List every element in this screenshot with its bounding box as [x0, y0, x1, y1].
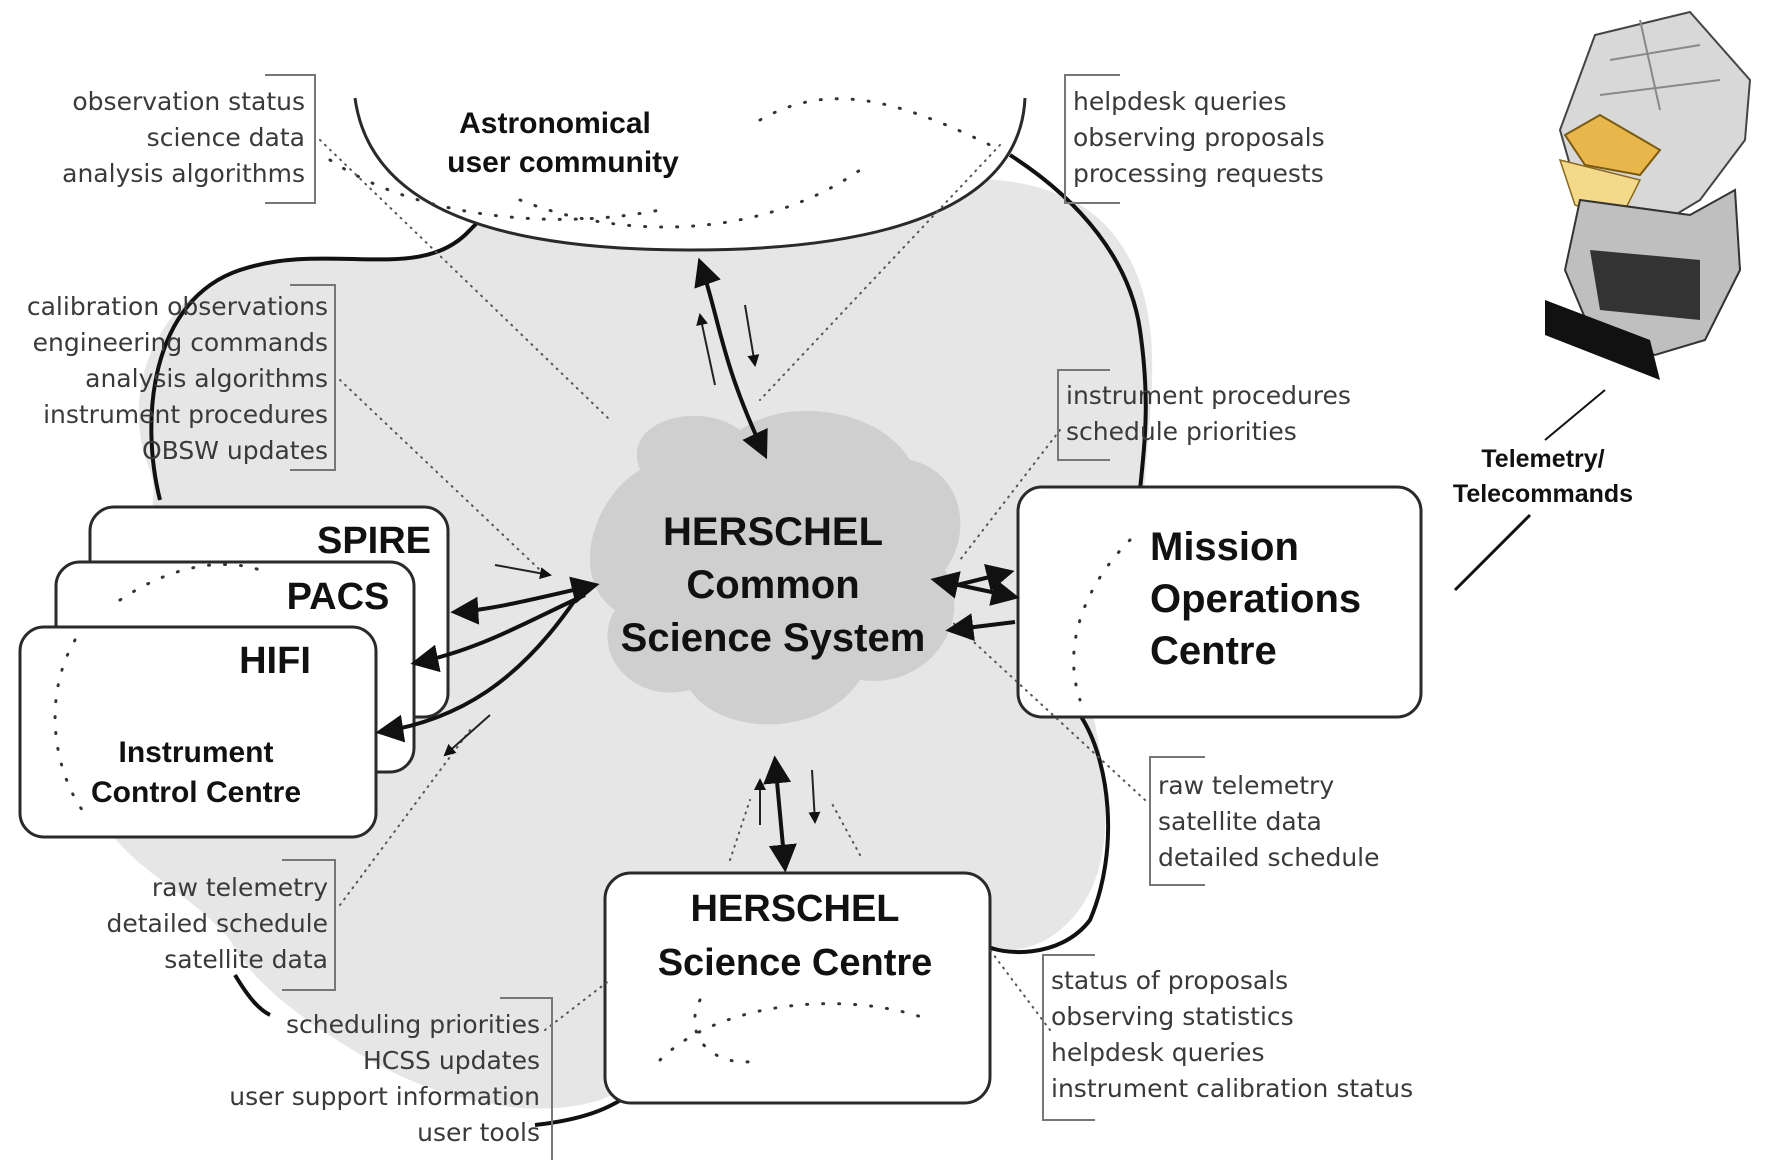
arrow-core-pacs	[410, 593, 586, 673]
arrow-core-spire	[450, 576, 600, 625]
flow-dots-community-right	[759, 144, 1001, 401]
list-item: calibration observations	[27, 292, 328, 321]
spire-label: SPIRE	[317, 520, 431, 562]
arrow-icc-core-thin	[494, 564, 552, 580]
list-item: observing statistics	[1051, 1002, 1294, 1031]
arrow-community-core-thick	[694, 257, 768, 460]
list-item: analysis algorithms	[62, 159, 305, 188]
hsc-title-line1: HERSCHEL	[690, 888, 899, 930]
list-item: processing requests	[1073, 159, 1324, 188]
list-item: instrument procedures	[1066, 381, 1351, 410]
telemetry-label-line1: Telemetry/	[1481, 445, 1604, 473]
telemetry-link-upper	[1544, 389, 1606, 441]
list-community-to: observation status science data analysis…	[62, 74, 316, 204]
core-title-line1: HERSCHEL	[663, 510, 883, 554]
list-item: HCSS updates	[363, 1046, 540, 1075]
hsc-dots	[658, 998, 932, 1064]
arrow-core-hsc-down	[808, 769, 821, 824]
arrow-community-core-down	[744, 304, 760, 367]
icc-title-line1: Instrument	[118, 736, 273, 769]
list-moc-in: instrument procedures schedule prioritie…	[1057, 369, 1351, 461]
list-item: engineering commands	[33, 328, 328, 357]
flow-dots-icc-lower	[339, 729, 471, 906]
list-item: OBSW updates	[142, 436, 328, 465]
hsc-box	[603, 871, 992, 1105]
hsc-title-line2: Science Centre	[658, 942, 933, 984]
hifi-label: HIFI	[239, 640, 311, 682]
list-item: status of proposals	[1051, 966, 1288, 995]
list-item: detailed schedule	[107, 909, 329, 938]
arrow-core-hifi	[375, 598, 577, 743]
community-title-line2: user community	[447, 146, 679, 179]
cloud-outline-upper-right	[1008, 153, 1148, 491]
cloud-outline-lower-left	[233, 973, 271, 1017]
moc-title-line1: Mission	[1150, 525, 1299, 569]
list-item: scheduling priorities	[286, 1010, 540, 1039]
list-item: observing proposals	[1073, 123, 1325, 152]
list-item: detailed schedule	[1158, 843, 1380, 872]
list-item: instrument calibration status	[1051, 1074, 1413, 1103]
community-dots	[328, 97, 1002, 229]
core-title-line3: Science System	[621, 616, 926, 660]
list-item: schedule priorities	[1066, 417, 1297, 446]
telemetry-link-lower	[1453, 513, 1532, 592]
list-icc-in: raw telemetry detailed schedule satellit…	[107, 859, 336, 991]
list-community-from: helpdesk queries observing proposals pro…	[1064, 74, 1325, 204]
community-title-line1: Astronomical	[459, 107, 651, 140]
list-item: user support information	[229, 1082, 540, 1111]
list-moc-out: raw telemetry satellite data detailed sc…	[1149, 756, 1380, 886]
icc-title-line2: Control Centre	[91, 776, 301, 809]
moc-title-line3: Centre	[1150, 629, 1277, 673]
list-item: science data	[147, 123, 305, 152]
pacs-label: PACS	[287, 576, 390, 618]
list-item: instrument procedures	[43, 400, 328, 429]
core-cloud	[589, 410, 961, 725]
flow-dots-moc-lower	[949, 619, 1146, 801]
arrow-icc-lower-thin	[443, 714, 491, 757]
list-item: user tools	[417, 1118, 540, 1147]
list-item: helpdesk queries	[1051, 1038, 1264, 1067]
arrow-core-hsc-thick	[763, 755, 797, 873]
flow-dots-community-left	[319, 139, 611, 421]
arrow-core-moc-middle	[944, 563, 1015, 592]
arrow-core-moc-upper	[930, 571, 1020, 606]
cloud-outline-right	[983, 713, 1111, 955]
telemetry-label-line2: Telecommands	[1453, 480, 1633, 508]
list-item: raw telemetry	[152, 873, 328, 902]
moc-title-line2: Operations	[1150, 577, 1361, 621]
community-dome	[353, 97, 1027, 252]
arrow-moc-core-lower	[945, 613, 1016, 642]
list-item: satellite data	[1158, 807, 1322, 836]
herschel-satellite-image	[1545, 10, 1752, 380]
core-title-line2: Common	[686, 563, 859, 607]
list-item: raw telemetry	[1158, 771, 1334, 800]
list-item: observation status	[72, 87, 305, 116]
list-hsc-out: status of proposals observing statistics…	[1042, 954, 1413, 1121]
flow-dots-hsc-left	[544, 799, 751, 1031]
list-hsc-in: scheduling priorities HCSS updates user …	[229, 997, 553, 1160]
arrow-community-core-up	[696, 313, 716, 386]
list-icc-from: calibration observations engineering com…	[27, 284, 336, 471]
list-item: analysis algorithms	[85, 364, 328, 393]
list-item: satellite data	[164, 945, 328, 974]
list-item: helpdesk queries	[1073, 87, 1286, 116]
flow-dots-hsc-right	[829, 799, 1051, 1031]
flow-dots-moc-upper	[959, 429, 1061, 561]
